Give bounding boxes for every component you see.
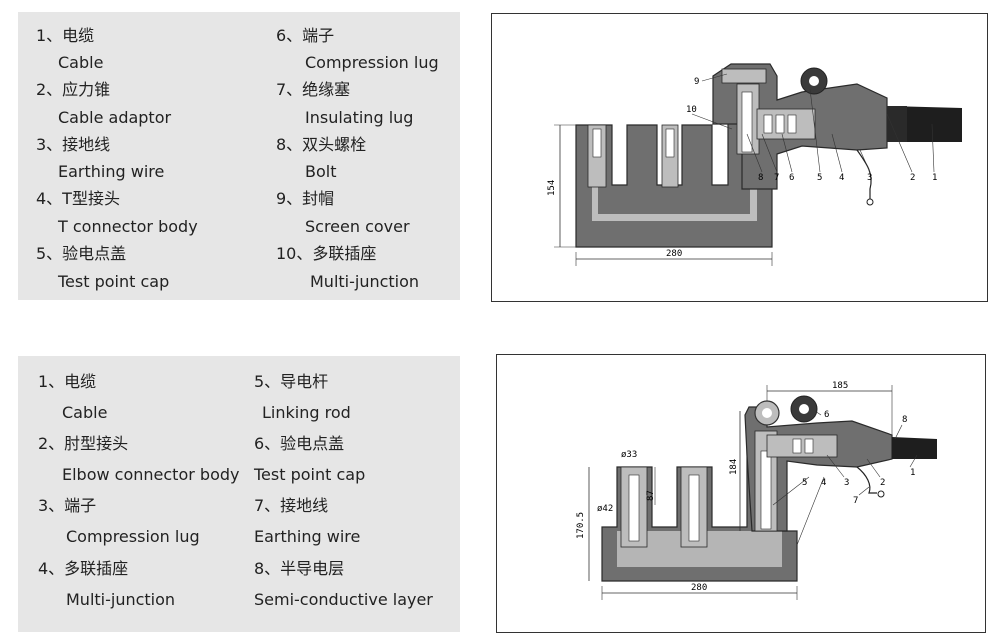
legend-item-en: Test point cap bbox=[254, 465, 366, 484]
linking-rod bbox=[760, 450, 772, 530]
dim-width-label: 280 bbox=[691, 583, 707, 593]
legend-item-en: Multi-junction bbox=[66, 590, 176, 609]
legend-item-en: T connector body bbox=[58, 217, 198, 236]
elbow-connector-drawing: 170.5 184 87 ø33 ø42 280 185 6 8 3 2 1 5 bbox=[576, 381, 937, 600]
callout-6: 6 bbox=[789, 173, 794, 183]
legend-item-zh: 3、端子 bbox=[38, 496, 97, 515]
legend-item-en: Bolt bbox=[305, 162, 337, 181]
legend-item-en: Screen cover bbox=[305, 217, 410, 236]
legend-item-zh: 1、电缆 bbox=[36, 26, 95, 45]
legend-item-en: Compression lug bbox=[66, 527, 200, 546]
bottom-drawing-frame: 170.5 184 87 ø33 ø42 280 185 6 8 3 2 1 5 bbox=[496, 354, 986, 633]
legend-item-zh: 9、封帽 bbox=[276, 189, 335, 208]
cable bbox=[892, 437, 937, 459]
legend-item-zh: 6、验电点盖 bbox=[254, 434, 345, 453]
legend-item-zh: 8、双头螺栓 bbox=[276, 135, 367, 154]
t-connector-drawing: 154 280 9 10 8 7 6 5 4 3 2 1 bbox=[547, 63, 962, 266]
legend-item-zh: 3、接地线 bbox=[36, 135, 111, 154]
callout-8: 8 bbox=[758, 173, 763, 183]
legend-item-en: Test point cap bbox=[58, 272, 170, 291]
earthing-wire bbox=[856, 466, 877, 494]
callout-7: 7 bbox=[853, 496, 858, 506]
legend-item-en: Elbow connector body bbox=[62, 465, 240, 484]
dim-socket-depth-label: 87 bbox=[646, 490, 656, 501]
legend-item-en: Insulating lug bbox=[305, 108, 414, 127]
callout-5: 5 bbox=[817, 173, 822, 183]
legend-item-en: Multi-junction bbox=[310, 272, 420, 291]
compression-lug bbox=[766, 434, 838, 458]
callout-10: 10 bbox=[686, 105, 697, 115]
callout-2: 2 bbox=[880, 478, 885, 488]
legend-item-en: Cable bbox=[58, 53, 104, 72]
legend-item-en: Linking rod bbox=[262, 403, 351, 422]
legend-item-zh: 4、T型接头 bbox=[36, 189, 120, 208]
callout-3: 3 bbox=[867, 173, 872, 183]
dim-lower-diameter-label: ø42 bbox=[597, 504, 613, 514]
callout-3: 3 bbox=[844, 478, 849, 488]
legend-item-zh: 5、验电点盖 bbox=[36, 244, 127, 263]
legend-item-zh: 6、端子 bbox=[276, 26, 335, 45]
bottom-legend-panel: 1、电缆 Cable 2、肘型接头 Elbow connector body 3… bbox=[18, 356, 460, 632]
legend-item-en: Compression lug bbox=[305, 53, 439, 72]
callout-2: 2 bbox=[910, 173, 915, 183]
top-legend-panel: 1、电缆 Cable 2、应力锥 Cable adaptor 3、接地线 Ear… bbox=[18, 12, 460, 300]
callout-6: 6 bbox=[824, 410, 829, 420]
legend-item-en: Earthing wire bbox=[58, 162, 165, 181]
callout-4: 4 bbox=[839, 173, 844, 183]
legend-item-en: Cable adaptor bbox=[58, 108, 172, 127]
legend-item-zh: 1、电缆 bbox=[38, 372, 97, 391]
callout-5: 5 bbox=[802, 478, 807, 488]
legend-item-en: Semi-conductive layer bbox=[254, 590, 433, 609]
legend-item-zh: 10、多联插座 bbox=[276, 244, 377, 263]
legend-item-en: Cable bbox=[62, 403, 108, 422]
screen-cover bbox=[721, 68, 767, 84]
legend-item-zh: 7、接地线 bbox=[254, 496, 329, 515]
legend-item-zh: 4、多联插座 bbox=[38, 559, 129, 578]
callout-9: 9 bbox=[694, 77, 699, 87]
dim-top-diameter-label: ø33 bbox=[621, 450, 637, 460]
top-drawing-frame: 154 280 9 10 8 7 6 5 4 3 2 1 bbox=[491, 13, 988, 302]
callout-1: 1 bbox=[932, 173, 937, 183]
legend-item-zh: 7、绝缘塞 bbox=[276, 80, 351, 99]
legend-item-zh: 2、肘型接头 bbox=[38, 434, 129, 453]
dim-width-label: 280 bbox=[666, 249, 682, 259]
dim-reach-label: 185 bbox=[832, 381, 848, 391]
callout-1: 1 bbox=[910, 468, 915, 478]
legend-item-zh: 2、应力锥 bbox=[36, 80, 111, 99]
legend-item-en: Earthing wire bbox=[254, 527, 361, 546]
dim-upper-height-label: 184 bbox=[729, 459, 739, 475]
callout-8: 8 bbox=[902, 415, 907, 425]
dim-height-label: 154 bbox=[547, 180, 557, 196]
legend-item-zh: 8、半导电层 bbox=[254, 559, 345, 578]
legend-item-zh: 5、导电杆 bbox=[254, 372, 329, 391]
dim-total-height-label: 170.5 bbox=[576, 512, 586, 539]
multi-junction-insert bbox=[617, 531, 782, 567]
callout-7: 7 bbox=[774, 173, 779, 183]
callout-4: 4 bbox=[821, 478, 826, 488]
